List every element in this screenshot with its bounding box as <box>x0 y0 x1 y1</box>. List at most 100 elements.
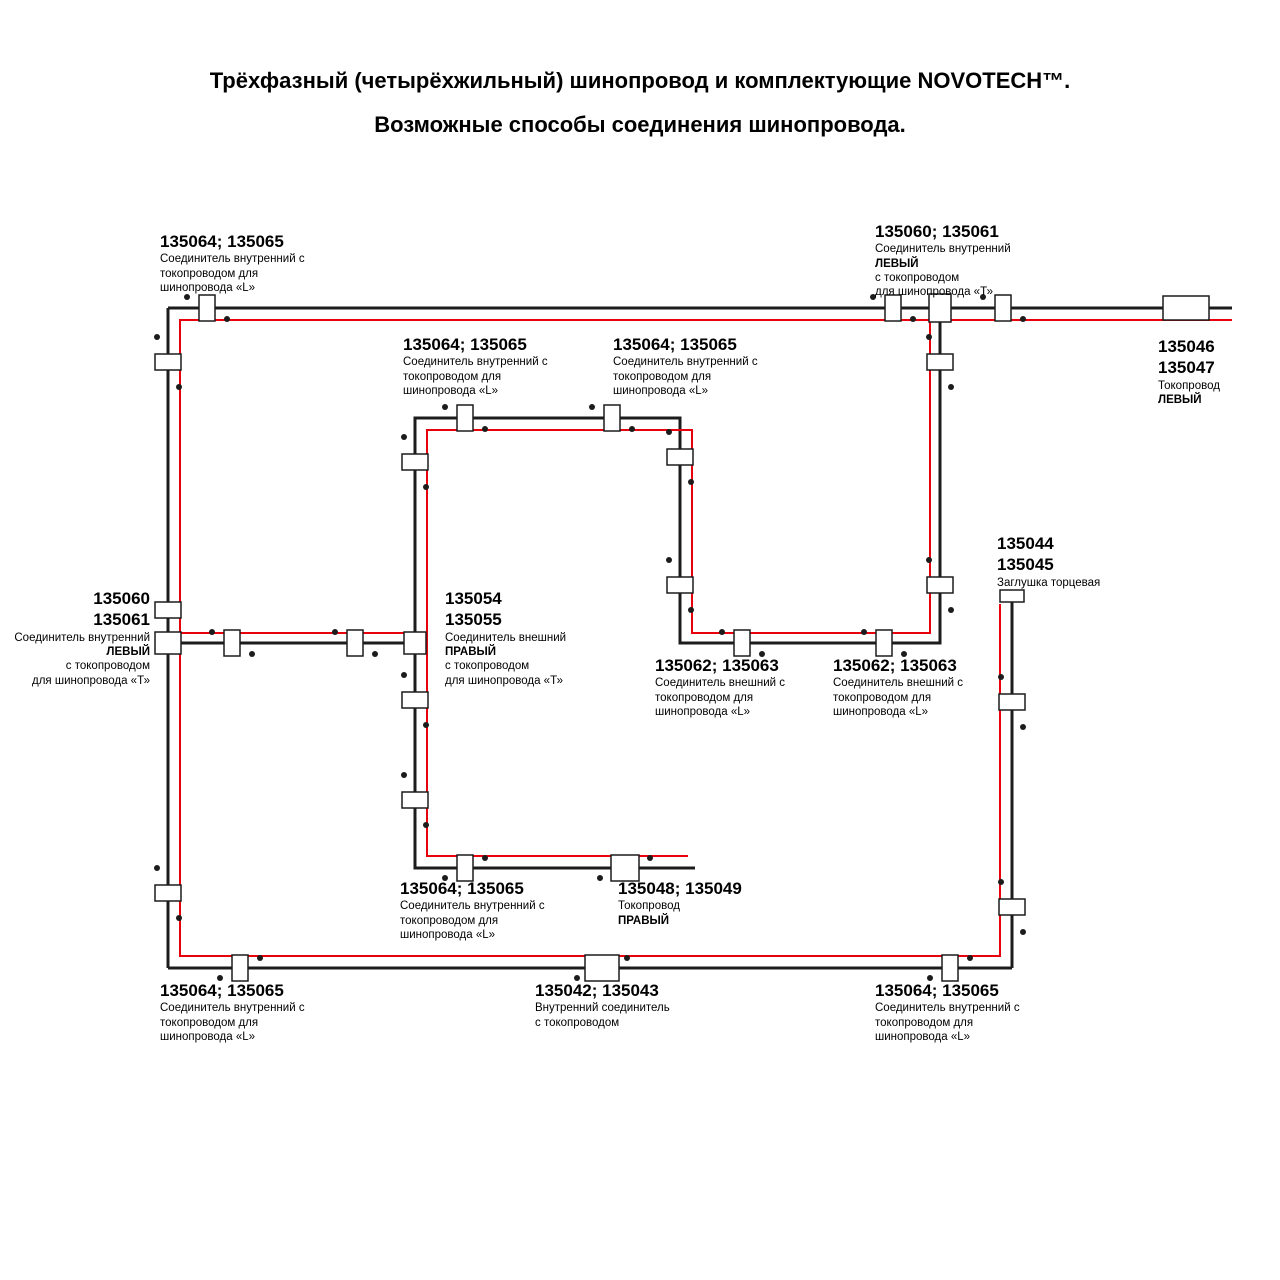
connector-box <box>926 353 954 371</box>
part-desc-line: токопроводом для <box>613 370 712 383</box>
part-desc-line: токопроводом для <box>875 1016 974 1029</box>
label-connector-inner-upper-mid-left: 135064; 135065 Соединитель внутренний с … <box>403 334 548 398</box>
part-desc-line: Соединитель внутренний с <box>403 356 548 369</box>
part-code: 135054 <box>445 589 502 608</box>
connector-box <box>346 629 364 657</box>
label-connector-outer-mid-left: 135062; 135063 Соединитель внешний с ток… <box>655 655 785 719</box>
part-desc-line: Соединитель внешний <box>445 631 567 644</box>
part-code: 135064; 135065 <box>160 981 284 1000</box>
connector-box <box>998 693 1026 711</box>
connector-box <box>456 854 474 882</box>
label-connector-inner-bottom-right: 135064; 135065 Соединитель внутренний с … <box>875 980 1020 1044</box>
connector-box <box>198 294 216 322</box>
label-power-feed-right: 135046 135047 Токопровод ЛЕВЫЙ <box>1158 336 1220 407</box>
part-desc-line: ПРАВЫЙ <box>618 914 670 927</box>
part-desc-line: ЛЕВЫЙ <box>106 645 150 658</box>
part-code: 135064; 135065 <box>875 981 999 1000</box>
part-desc-line: Соединитель внешний с <box>655 677 786 690</box>
part-desc-line: для шинопровода «Т» <box>875 286 993 299</box>
part-code: 135061 <box>93 610 150 630</box>
part-desc-line: с токопроводом <box>875 272 960 284</box>
part-desc-line: ЛЕВЫЙ <box>875 257 919 270</box>
connector-box <box>154 601 182 619</box>
connector-box <box>154 884 182 902</box>
part-desc-line: Соединитель внутренний с <box>160 1002 305 1015</box>
connector-box <box>401 453 429 471</box>
part-desc-line: шинопровода «L» <box>160 282 256 294</box>
label-power-feed-bottom: 135048; 135049 Токопровод ПРАВЫЙ <box>618 878 742 928</box>
part-desc-line: токопроводом для <box>160 267 259 280</box>
mounting-dots <box>154 294 1026 981</box>
label-connector-inner-bottom-left: 135064; 135065 Соединитель внутренний с … <box>160 980 305 1044</box>
part-desc-line: шинопровода «L» <box>160 1031 256 1043</box>
part-code: 135060; 135061 <box>875 222 999 241</box>
connector-box <box>223 629 241 657</box>
part-code: 135060 <box>93 589 150 608</box>
part-desc-line: с токопроводом <box>535 1016 620 1029</box>
connector-box <box>994 294 1012 322</box>
t-connector-box <box>403 631 427 655</box>
part-desc-line: токопроводом для <box>833 691 932 704</box>
part-desc-line: с токопроводом <box>445 660 530 673</box>
part-code: 135062; 135063 <box>655 656 779 675</box>
part-desc-line: Соединитель внутренний с <box>613 356 758 369</box>
connector-box <box>875 629 893 657</box>
conductor-lines <box>179 319 1232 957</box>
connector-box <box>926 576 954 594</box>
part-code: 135048; 135049 <box>618 879 742 898</box>
part-code: 135047 <box>1158 358 1215 378</box>
part-code: 135064; 135065 <box>403 335 527 354</box>
title-line-1: Трёхфазный (четырёхжильный) шинопровод и… <box>209 68 1071 93</box>
title-line-2: Возможные способы соединения шинопровода… <box>374 112 906 138</box>
part-desc-line: Соединитель внутренний с <box>875 1002 1020 1015</box>
label-connector-inner-top-left: 135064; 135065 Соединитель внутренний с … <box>160 231 305 295</box>
part-desc-line: Соединитель внутренний <box>875 243 1011 256</box>
label-t-connector-center: 135054 135055 Соединитель внешний ПРАВЫЙ… <box>445 588 566 688</box>
connector-box <box>941 954 959 982</box>
connector-box <box>154 353 182 371</box>
label-t-connector-top-right: 135060; 135061 Соединитель внутренний ЛЕ… <box>875 221 1011 300</box>
label-connector-inner-upper-mid-right: 135064; 135065 Соединитель внутренний с … <box>613 334 758 398</box>
part-desc-line: Соединитель внутренний <box>14 631 150 644</box>
part-code: 135062; 135063 <box>833 656 957 675</box>
part-desc-line: токопроводом для <box>403 370 502 383</box>
t-connector-box <box>154 631 182 655</box>
connector-boxes <box>154 293 1210 982</box>
connector-box <box>603 404 621 432</box>
part-desc-line: Токопровод <box>618 900 680 913</box>
connector-box <box>666 576 694 594</box>
part-code: 135064; 135065 <box>400 879 524 898</box>
connector-box <box>456 404 474 432</box>
connector-box <box>666 448 694 466</box>
connector-box <box>733 629 751 657</box>
part-desc-line: шинопровода «L» <box>875 1031 971 1043</box>
part-code: 135064; 135065 <box>160 232 284 251</box>
part-desc-line: Внутренний соединитель <box>535 1002 670 1015</box>
page-title: Трёхфазный (четырёхжильный) шинопровод и… <box>0 68 1280 157</box>
track-lines <box>166 306 1232 970</box>
connector-box <box>998 898 1026 916</box>
part-desc-line: с токопроводом <box>65 660 150 673</box>
part-desc-line: шинопровода «L» <box>613 385 709 397</box>
connector-box <box>401 691 429 709</box>
part-code: 135046 <box>1158 337 1215 356</box>
connector-box <box>584 954 620 982</box>
part-desc-line: шинопровода «L» <box>403 385 499 397</box>
part-desc-line: токопроводом для <box>400 914 499 927</box>
part-desc-line: ЛЕВЫЙ <box>1158 393 1202 406</box>
part-desc-line: Токопровод <box>1158 379 1220 392</box>
label-t-connector-left: 135060 135061 Соединитель внутренний ЛЕВ… <box>8 588 150 688</box>
part-desc-line: токопроводом для <box>655 691 754 704</box>
part-desc-line: Соединитель внутренний с <box>400 900 545 913</box>
part-code: 135044 <box>997 534 1054 553</box>
label-connector-inner-bottom-mid: 135064; 135065 Соединитель внутренний с … <box>400 878 545 942</box>
connector-box <box>884 294 902 322</box>
part-desc-line: шинопровода «L» <box>400 929 496 941</box>
label-end-cap: 135044 135045 Заглушка торцевая <box>997 533 1100 590</box>
part-code: 135042; 135043 <box>535 981 659 1000</box>
end-cap-box <box>999 589 1025 603</box>
part-code: 135045 <box>997 555 1054 575</box>
part-desc-line: Заглушка торцевая <box>997 576 1101 589</box>
